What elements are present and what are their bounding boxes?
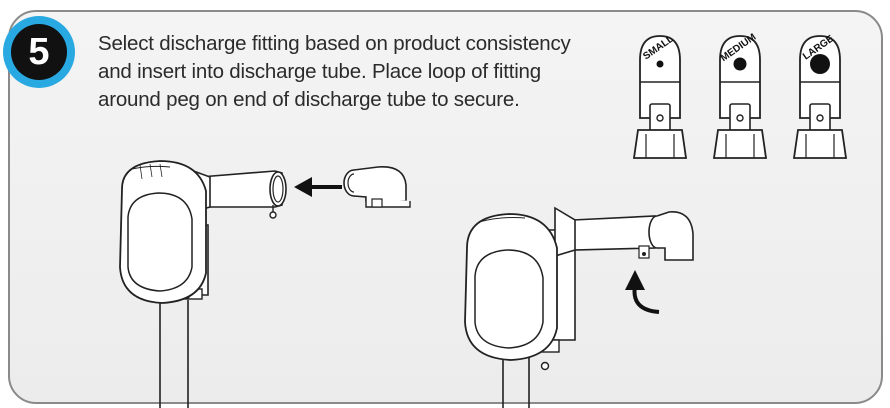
step-number: 5 [11,24,67,80]
insert-fitting-illustration [119,160,411,408]
discharge-fitting-part [343,166,411,208]
instruction-line-2: and insert into discharge tube. Place lo… [98,60,541,83]
arrow-left-icon [294,177,342,197]
fitting-large: LARGE [793,33,847,159]
instruction-text: Select discharge fitting based on produc… [98,30,618,114]
secure-fitting-illustration [464,206,694,408]
fitting-medium: MEDIUM [713,32,767,159]
step-badge: 5 [3,16,75,88]
curved-arrow-up-icon [625,270,660,314]
fitting-small: SMALL [633,34,687,159]
instruction-line-1: Select discharge fitting based on produc… [98,32,571,55]
fitting-size-options: SMALL MEDIUM LARGE [633,32,847,159]
instruction-line-3: around peg on end of discharge tube to s… [98,88,520,111]
